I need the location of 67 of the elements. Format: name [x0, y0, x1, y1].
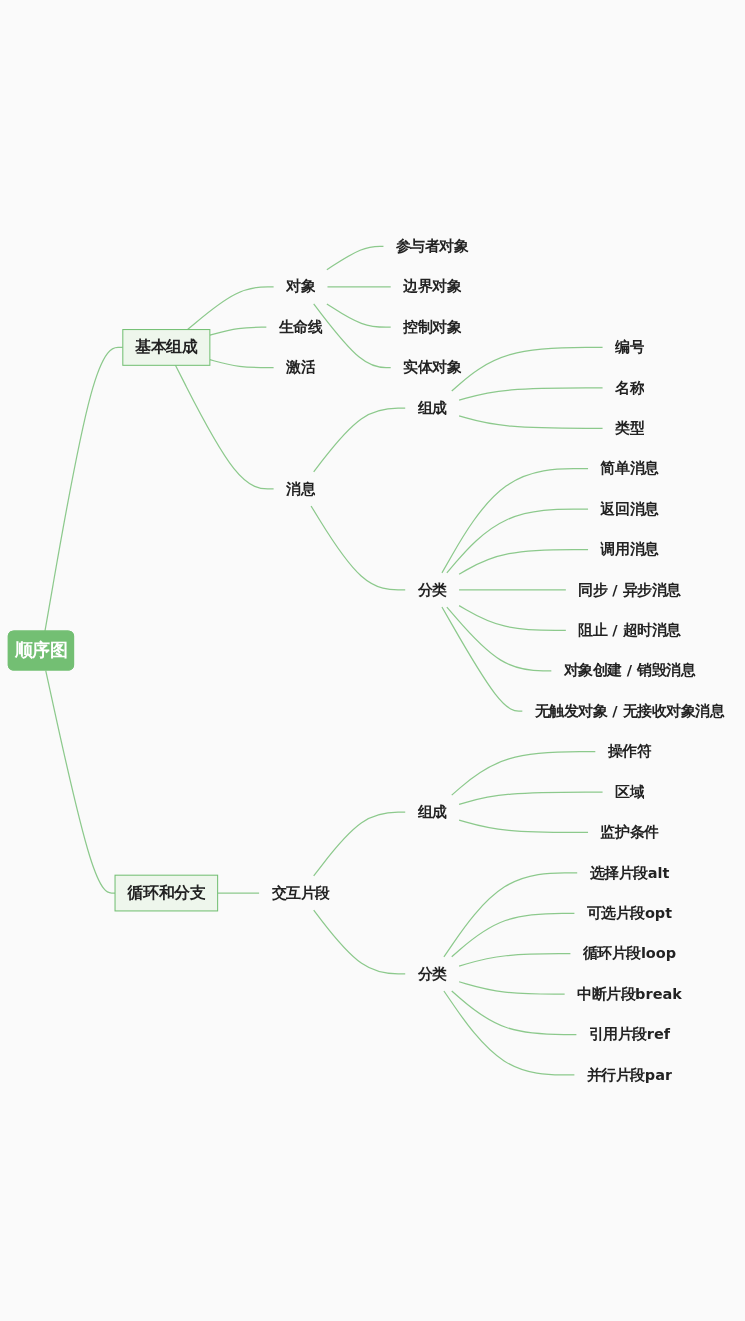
connector — [313, 407, 406, 473]
connector — [313, 811, 406, 877]
connector — [441, 606, 523, 712]
connector — [209, 358, 275, 369]
node-text: 中断片段break — [577, 985, 682, 1002]
connector — [313, 303, 392, 369]
connector — [451, 346, 604, 392]
node-text: 组成 — [417, 803, 447, 820]
connector — [313, 909, 406, 975]
node-text: 分类 — [417, 580, 447, 598]
node-text: 监护条件 — [600, 823, 659, 841]
connector — [441, 467, 589, 574]
node-text: 实体对象 — [403, 358, 462, 376]
node-text: 并行片段par — [586, 1065, 673, 1083]
node-text: 对象 — [286, 277, 316, 295]
node-text: 调用消息 — [600, 540, 659, 558]
connector — [326, 245, 385, 271]
node-text: 激活 — [286, 358, 316, 376]
connector — [458, 604, 567, 631]
connector — [458, 415, 604, 429]
node-text: 简单消息 — [600, 459, 659, 477]
connector — [326, 303, 392, 328]
connector — [443, 872, 578, 958]
node-text: 区域 — [615, 783, 645, 800]
node-text: 同步 / 异步消息 — [578, 580, 681, 598]
connector — [458, 952, 572, 967]
node-text: 参与者对象 — [395, 237, 469, 254]
connector — [451, 912, 576, 958]
node-text: 交互片段 — [271, 884, 330, 901]
node-text: 选择片段alt — [589, 863, 670, 881]
connector — [174, 364, 275, 490]
node-text: 对象创建 / 销毁消息 — [563, 661, 696, 679]
connector — [451, 750, 596, 796]
node-text: 可选片段opt — [586, 904, 673, 921]
connector — [443, 990, 575, 1076]
node-text: 名称 — [615, 378, 645, 396]
node-text: 编号 — [615, 338, 645, 356]
connector — [446, 508, 589, 574]
connector — [458, 791, 604, 805]
connector — [326, 286, 392, 288]
node-text: 消息 — [286, 479, 316, 497]
node-text: 返回消息 — [600, 500, 659, 517]
connector — [458, 548, 589, 575]
connector — [458, 819, 589, 833]
node-text: 分类 — [417, 964, 447, 982]
node-text: 边界对象 — [403, 277, 462, 295]
node-text: 阻止 / 超时消息 — [578, 621, 681, 638]
connector — [310, 505, 406, 591]
node-box: 循环和分支 — [114, 874, 219, 912]
node-text: 控制对象 — [403, 318, 462, 335]
node-text: 循环片段loop — [582, 944, 677, 962]
connector — [446, 606, 552, 672]
node-text: 类型 — [615, 419, 645, 436]
connector — [209, 326, 267, 336]
connector — [458, 589, 567, 591]
node-text: 操作符 — [607, 742, 652, 760]
node-box: 基本组成 — [122, 328, 211, 366]
node-text: 组成 — [417, 399, 447, 416]
connector — [451, 990, 577, 1035]
connector — [45, 669, 116, 894]
node-text: 生命线 — [278, 318, 323, 335]
node-text: 无触发对象 / 无接收对象消息 — [534, 702, 725, 719]
node-text: 引用片段ref — [588, 1025, 671, 1043]
connector — [458, 387, 604, 401]
connector — [186, 286, 275, 330]
connector — [217, 892, 260, 894]
connector — [458, 980, 566, 995]
